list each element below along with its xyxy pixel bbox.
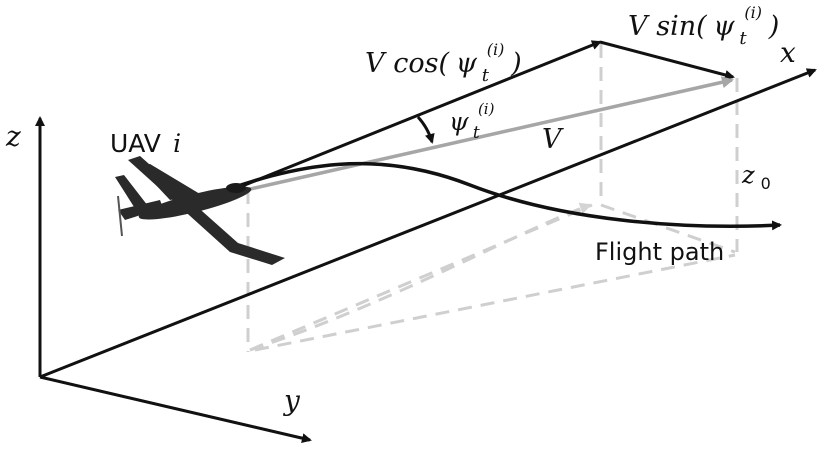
x-axis <box>39 68 817 379</box>
uav-icon <box>115 156 285 265</box>
ground-projection <box>246 44 739 352</box>
x-axis-label: x <box>780 36 796 69</box>
axes <box>35 68 817 444</box>
sin-component-label: V sin( ψ t (i) ) <box>628 0 779 50</box>
sin-component-vector <box>599 40 735 80</box>
y-axis-label: y <box>282 384 301 417</box>
cos-component-vector <box>214 40 602 199</box>
flight-path-label: Flight path <box>595 238 724 266</box>
flight-path <box>199 161 782 231</box>
y-axis <box>39 375 312 444</box>
heading-angle-label: ψ t (i) <box>449 100 495 144</box>
velocity-components <box>214 40 735 199</box>
z-axis-label: z <box>5 120 21 153</box>
heading-angle-arc <box>416 115 435 144</box>
velocity-label: V <box>542 124 564 155</box>
uav-label: UAV i <box>110 129 181 158</box>
velocity-vector <box>214 76 734 199</box>
altitude-label: z 0 <box>741 161 771 193</box>
cos-component-label: V cos( ψ t (i) ) <box>365 31 522 87</box>
